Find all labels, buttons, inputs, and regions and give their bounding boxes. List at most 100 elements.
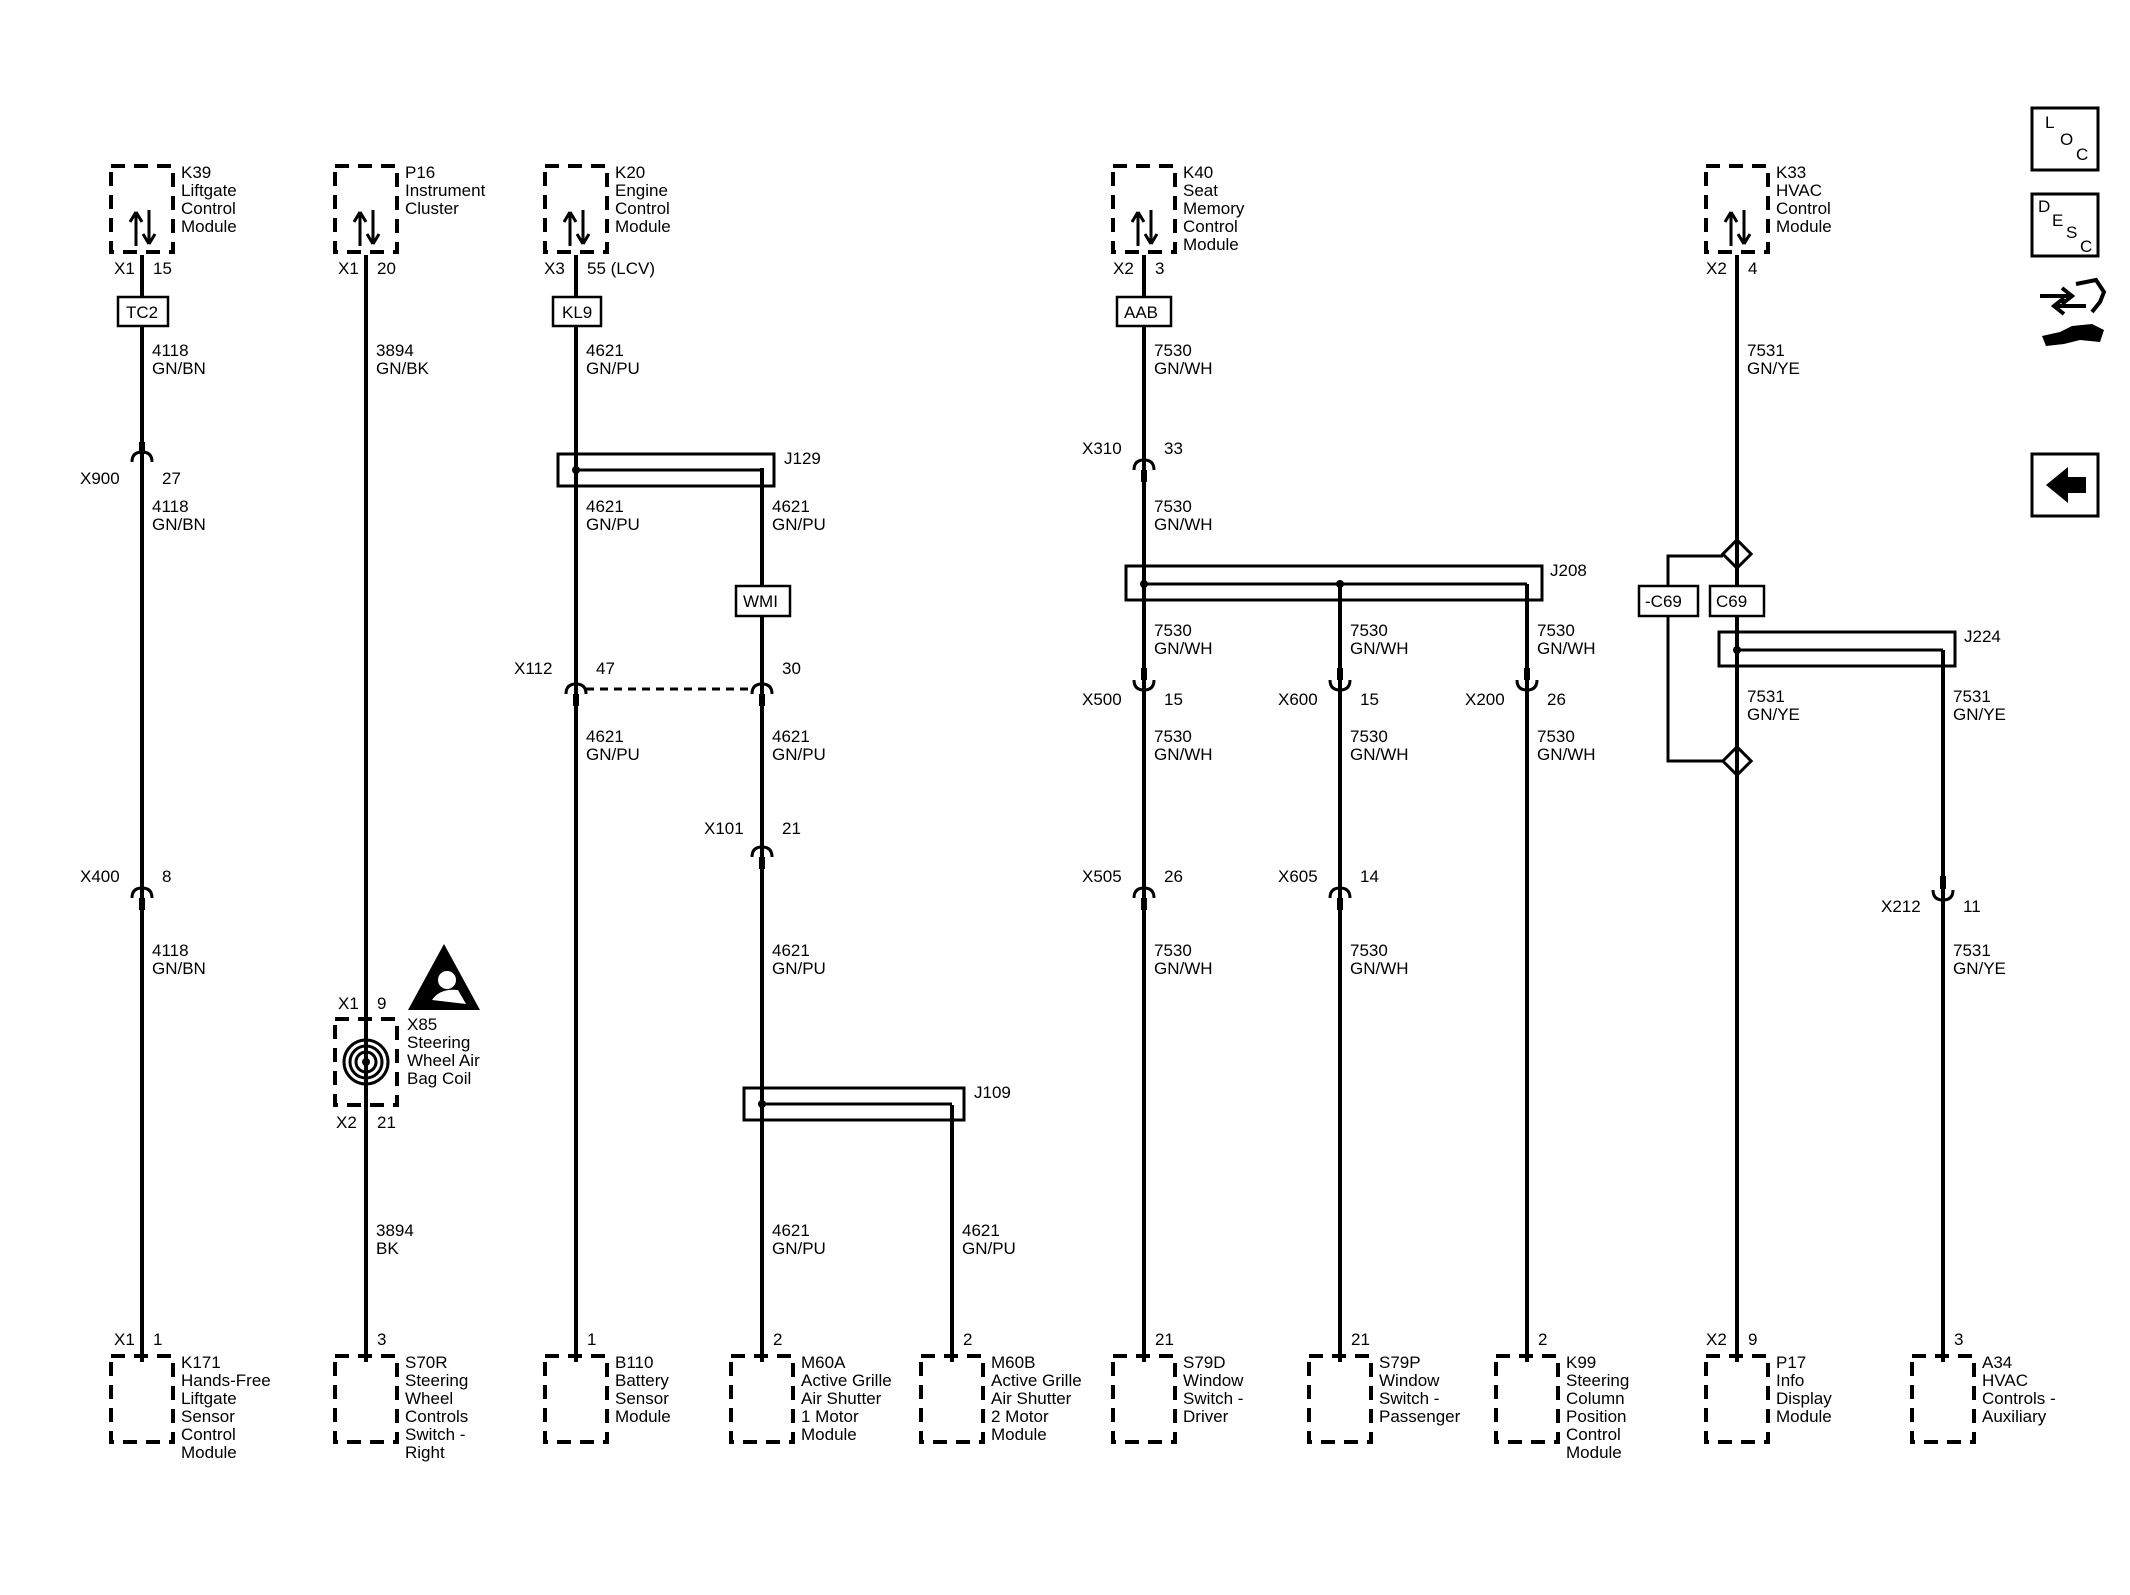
option-tag-wmi: WMI — [734, 584, 792, 618]
svg-text:J224: J224 — [1964, 627, 2001, 646]
option-branch — [1666, 537, 1754, 778]
pin-label: 55 (LCV) — [587, 259, 655, 278]
airbag-warning-icon — [408, 944, 480, 1010]
svg-text:3: 3 — [1954, 1330, 1963, 1349]
connector-label: X2 — [1113, 259, 1134, 278]
svg-text:33: 33 — [1164, 439, 1183, 458]
svg-text:2: 2 — [1538, 1330, 1547, 1349]
serial-data-icon — [352, 210, 381, 246]
option-tag-c69: C69 — [1708, 584, 1766, 618]
inline-connector-x212: X212 11 — [1881, 876, 1981, 916]
inline-connector-x500: X500 15 — [1082, 668, 1183, 709]
svg-text:X310: X310 — [1082, 439, 1122, 458]
svg-text:9: 9 — [377, 994, 386, 1013]
svg-text:15: 15 — [1360, 690, 1379, 709]
svg-text:X2: X2 — [1706, 1330, 1727, 1349]
option-tag-tc2: TC2 — [116, 295, 170, 328]
clockspring-icon — [342, 1038, 390, 1086]
loc-button[interactable]: L O C — [2030, 106, 2100, 172]
svg-text:X2: X2 — [336, 1113, 357, 1132]
svg-text:X505: X505 — [1082, 867, 1122, 886]
splice-j208: J208 — [1124, 561, 1587, 602]
svg-text:30: 30 — [782, 659, 801, 678]
option-tag-aab: AAB — [1115, 295, 1173, 328]
svg-text:15: 15 — [1164, 690, 1183, 709]
svg-text:J129: J129 — [784, 449, 821, 468]
back-arrow-icon — [2046, 467, 2086, 503]
svg-text:C69: C69 — [1716, 592, 1747, 611]
inline-connector-x101: X101 21 — [704, 819, 801, 869]
inline-connector-x112: X112 47 30 — [514, 659, 801, 706]
connector-label: X1 — [114, 259, 135, 278]
svg-text:1: 1 — [153, 1330, 162, 1349]
svg-text:-C69: -C69 — [1645, 592, 1682, 611]
svg-text:X605: X605 — [1278, 867, 1318, 886]
loc-icon: L O C — [2045, 113, 2088, 164]
svg-text:2: 2 — [963, 1330, 972, 1349]
svg-text:X1: X1 — [114, 1330, 135, 1349]
wire-runs — [140, 255, 1945, 1362]
svg-text:X900: X900 — [80, 469, 120, 488]
connector-label: X3 — [544, 259, 565, 278]
inline-connector-x505: X505 26 — [1082, 867, 1183, 910]
svg-text:11: 11 — [1963, 897, 1981, 916]
svg-text:1: 1 — [587, 1330, 596, 1349]
serial-data-icon — [1130, 210, 1159, 246]
pin-label: 3 — [1155, 259, 1164, 278]
inline-connector-x600: X600 15 — [1278, 668, 1379, 709]
serial-data-icon — [562, 210, 591, 246]
option-tag-c69-neg: -C69 — [1637, 584, 1700, 618]
svg-text:TC2: TC2 — [126, 303, 158, 322]
serial-data-icon — [1723, 210, 1752, 246]
svg-text:WMI: WMI — [743, 592, 778, 611]
svg-text:27: 27 — [162, 469, 181, 488]
inline-connector-x310: X310 33 — [1082, 439, 1183, 482]
connector-tools-icon[interactable] — [2040, 277, 2107, 346]
svg-text:X400: X400 — [80, 867, 120, 886]
svg-text:26: 26 — [1547, 690, 1566, 709]
svg-text:X600: X600 — [1278, 690, 1318, 709]
svg-text:X112: X112 — [514, 659, 552, 678]
back-button[interactable] — [2030, 452, 2100, 518]
desc-button[interactable]: D E S C — [2030, 192, 2100, 258]
splice-j224: J224 — [1717, 627, 2001, 668]
svg-text:AAB: AAB — [1124, 303, 1158, 322]
inline-connector-x400: X400 8 — [80, 867, 171, 910]
svg-text:X101: X101 — [704, 819, 744, 838]
svg-text:X200: X200 — [1465, 690, 1505, 709]
